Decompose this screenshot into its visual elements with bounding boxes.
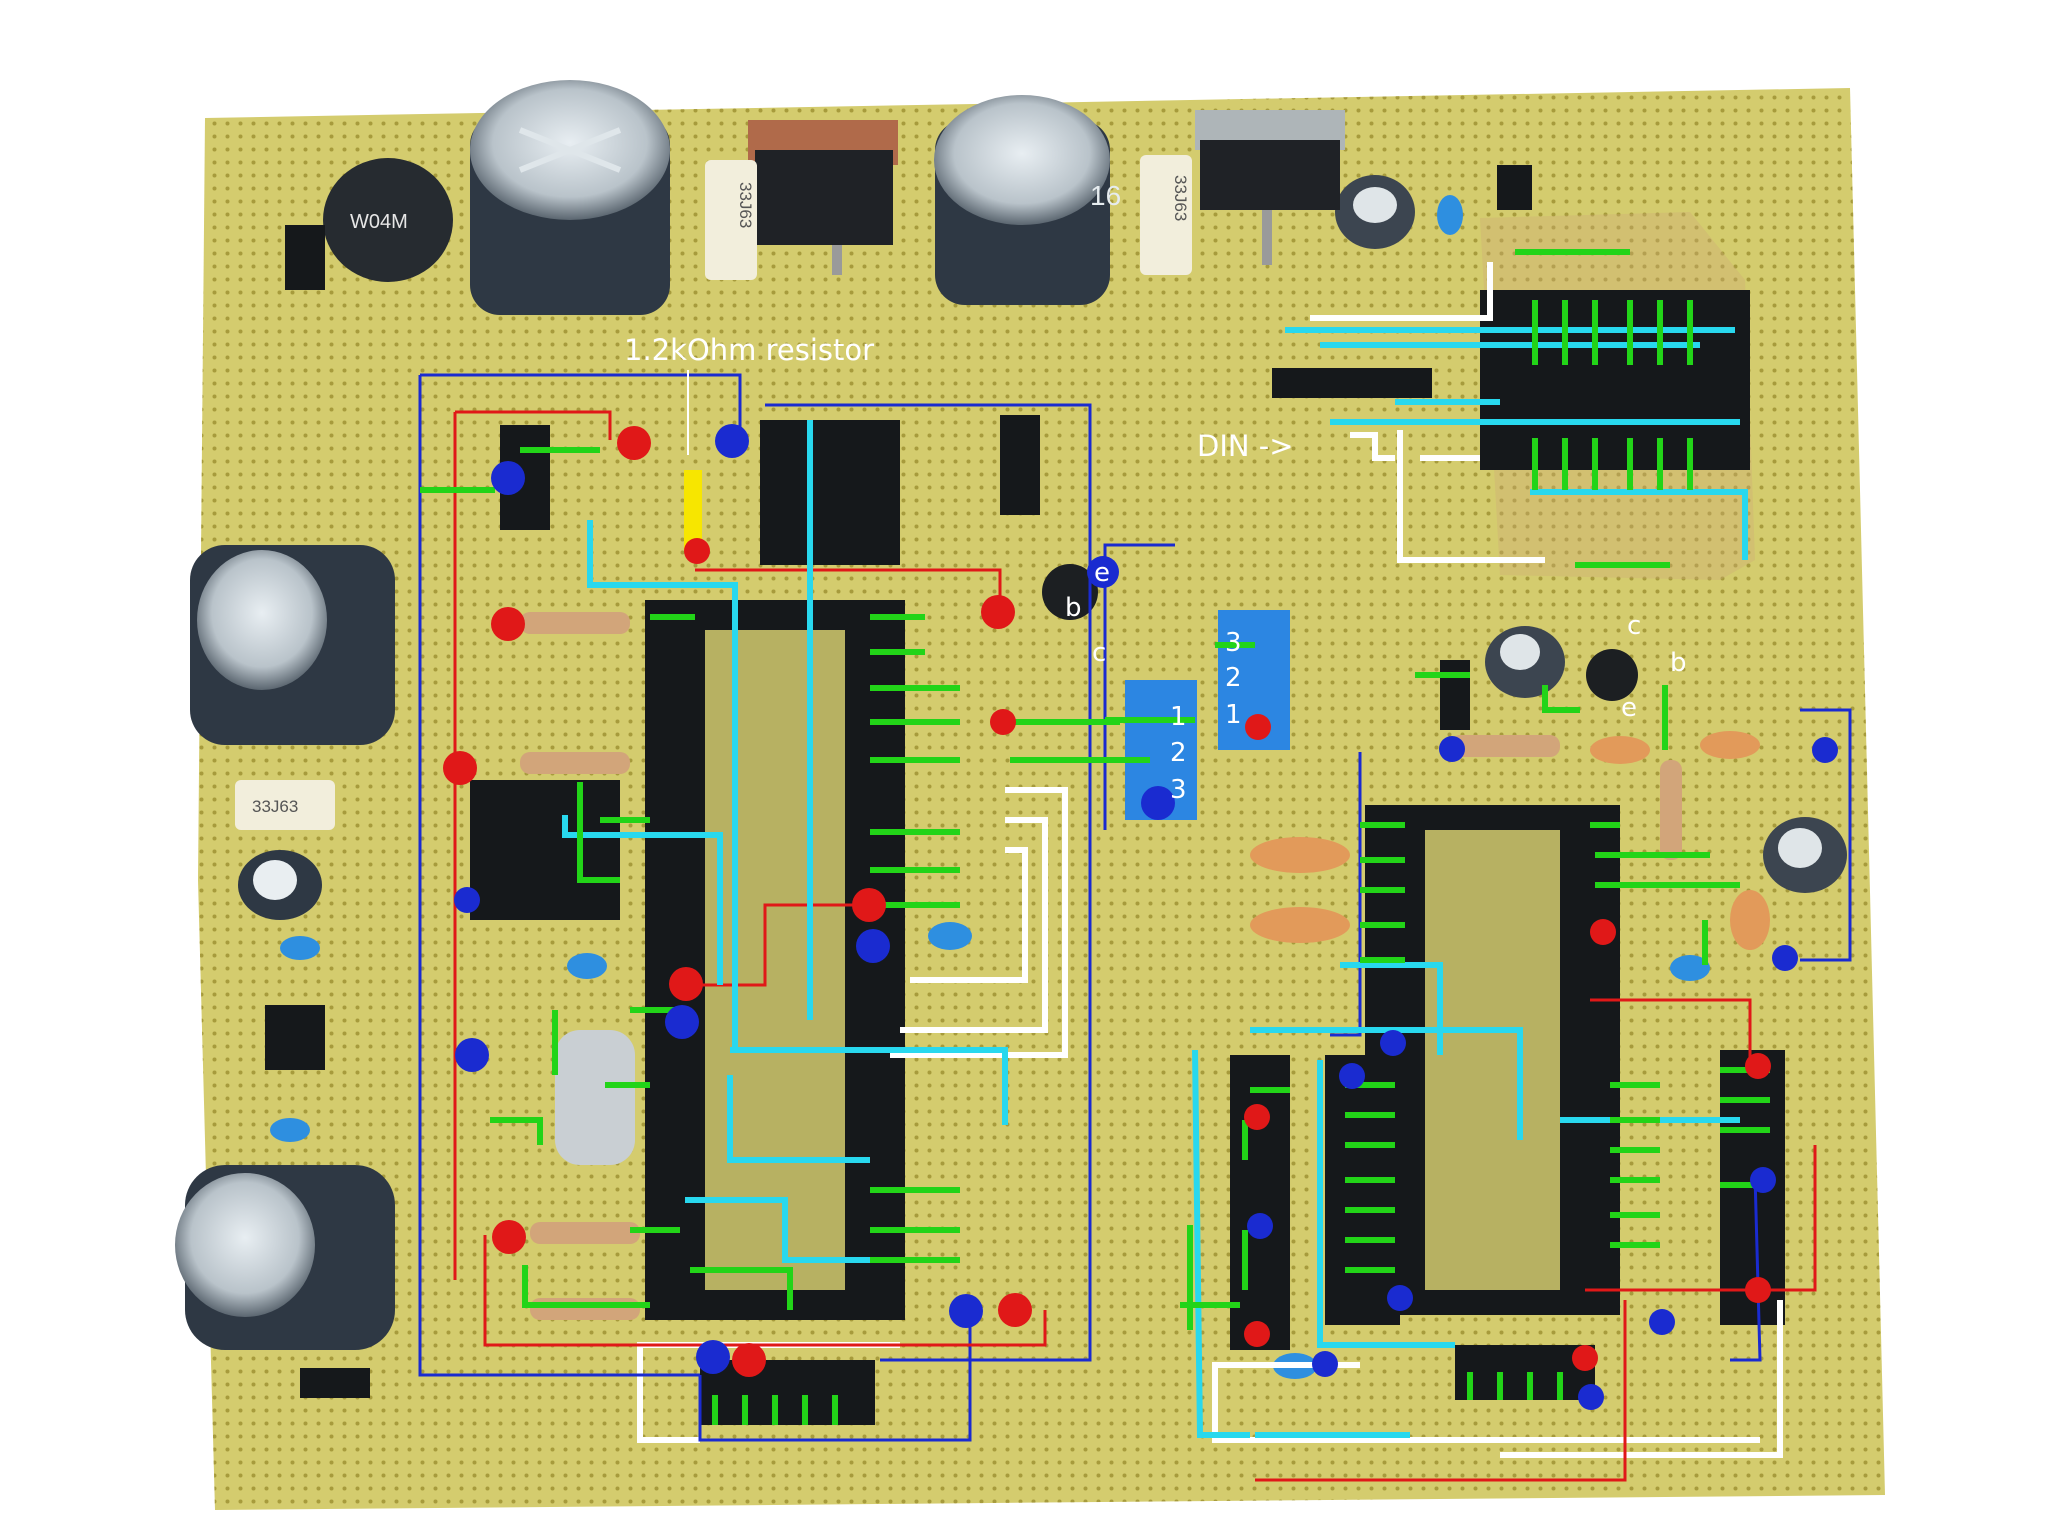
trimmer-b-pin2: 2 [1170, 738, 1187, 768]
film-capacitor-c: 33J63 [235, 780, 335, 830]
trimmer-a-pin1: 1 [1225, 700, 1242, 730]
film-cap-marking: 33J63 [1171, 175, 1190, 221]
bridge-rectifier: W04M [323, 158, 453, 282]
capacitor-left-bottom [175, 1165, 395, 1350]
crystal [555, 1030, 635, 1165]
transistor-right-b: b [1670, 648, 1687, 678]
rectifier-marking: W04M [350, 211, 408, 233]
transistor-right [1586, 649, 1638, 701]
film-cap-marking: 33J63 [252, 797, 298, 816]
trimmer-b-pin1: 1 [1170, 702, 1187, 732]
ic-socket-16pin-din [1480, 290, 1750, 470]
ic-socket-small-a [1230, 1055, 1290, 1350]
transistor-right-c: c [1627, 611, 1642, 641]
transistor-left-b: b [1065, 593, 1082, 623]
trimmer-a-pin2: 2 [1225, 663, 1242, 693]
transistor-left-e: e [1094, 558, 1110, 588]
film-capacitor-a: 33J63 [705, 160, 757, 280]
ic-socket-16pin-top-mid [760, 420, 900, 565]
capacitor-small-right-a [1485, 626, 1565, 698]
capacitor-top-mid: 16 [934, 95, 1121, 305]
resistor-label: 1.2kOhm resistor [624, 333, 875, 367]
white-wires [637, 262, 1783, 1458]
power-dots [443, 426, 1771, 1377]
resistor-marker [684, 370, 702, 552]
capacitor-small-left [238, 850, 322, 920]
ic-socket-small-b [1325, 1055, 1400, 1325]
resistors [520, 612, 1682, 1320]
red-wires [453, 410, 1817, 1482]
capacitor-small-top [1335, 175, 1415, 249]
blue-capacitors [270, 195, 1710, 1379]
capacitor-left-mid [190, 545, 395, 745]
ic-socket-40pin-right [1365, 805, 1620, 1315]
film-cap-marking: 33J63 [736, 182, 755, 228]
ceramic-capacitors [1250, 731, 1770, 950]
transistor-right-e: e [1621, 693, 1637, 723]
trimmer-a-pin3: 3 [1225, 628, 1242, 658]
voltage-regulator-right [1195, 110, 1345, 265]
transistor-left [1042, 564, 1098, 620]
voltage-regulator-left [748, 120, 898, 275]
capacitor-small-right-b [1763, 817, 1847, 893]
pin-headers [265, 165, 1595, 1425]
capacitor-top-left [470, 80, 670, 315]
blue-wires [418, 373, 1852, 1442]
transistor-left-c: c [1092, 638, 1107, 668]
film-capacitor-b: 33J63 [1140, 155, 1192, 275]
trimmer-b-pin3: 3 [1170, 775, 1187, 805]
cap-value: 16 [1090, 180, 1121, 211]
din-label: DIN -> [1197, 429, 1294, 463]
ic-socket-8pin [470, 780, 620, 920]
ground-dots [454, 424, 1838, 1410]
